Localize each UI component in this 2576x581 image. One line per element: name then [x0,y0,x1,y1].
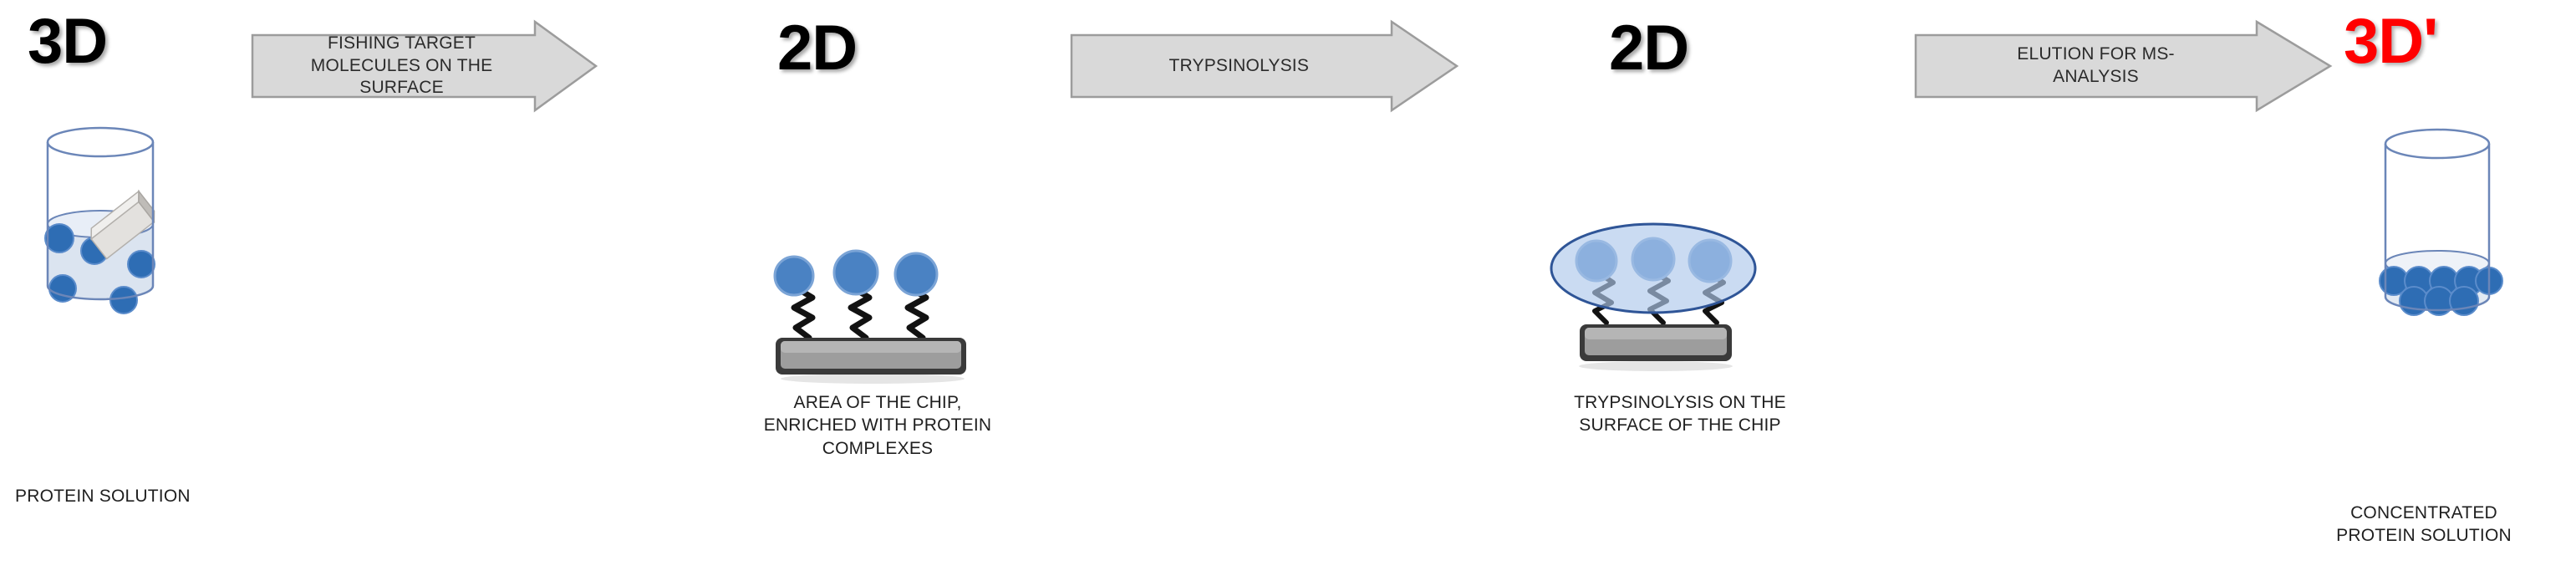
trypsin-droplet [1550,222,1757,314]
protein-pellet [2379,266,2503,316]
chip-3d [90,189,155,260]
cylinder-concentrated-solution [2374,125,2533,318]
chip-bar [776,338,966,375]
chip-with-trypsin-droplet [1546,222,1805,383]
arrow-elution-label: ELUTION FOR MS- ANALYSIS [2017,44,2175,86]
arrow-fishing-target-molecules: FISHING TARGET MOLECULES ON THE SURFACE [251,19,598,113]
caption-chip-enriched: AREA OF THE CHIP, ENRICHED WITH PROTEIN … [763,393,992,458]
linker-springs [791,284,929,341]
protein-particle [773,255,815,297]
caption-protein-solution: PROTEIN SOLUTION [15,487,191,506]
stage-label-2d-chip: 2D [777,13,858,84]
chip-with-probes [769,249,978,385]
arrow-fishing-label: FISHING TARGET MOLECULES ON THE SURFACE [310,33,493,98]
caption-concentrated-protein-solution: CONCENTRATED PROTEIN SOLUTION [2336,503,2512,546]
protein-particle [44,223,74,253]
caption-trypsinolysis-surface: TRYPSINOLYSIS ON THE SURFACE OF THE CHIP [1574,393,1786,436]
protein-particle [109,286,138,314]
cylinder-protein-solution [38,125,192,314]
protein-particle [127,250,155,278]
stage-label-3d: 3D [28,6,108,77]
protein-particle [832,249,879,296]
arrow-elution-ms-analysis: ELUTION FOR MS- ANALYSIS [1914,19,2333,113]
chip-bar [1580,324,1732,361]
stage-label-2d-trypsinolysis: 2D [1609,13,1689,84]
protein-particle [893,252,939,297]
arrow-trypsinolysis: TRYPSINOLYSIS [1070,19,1459,113]
arrow-trypsinolysis-label: TRYPSINOLYSIS [1168,55,1310,75]
stage-label-3d-prime: 3D' [2344,6,2438,77]
